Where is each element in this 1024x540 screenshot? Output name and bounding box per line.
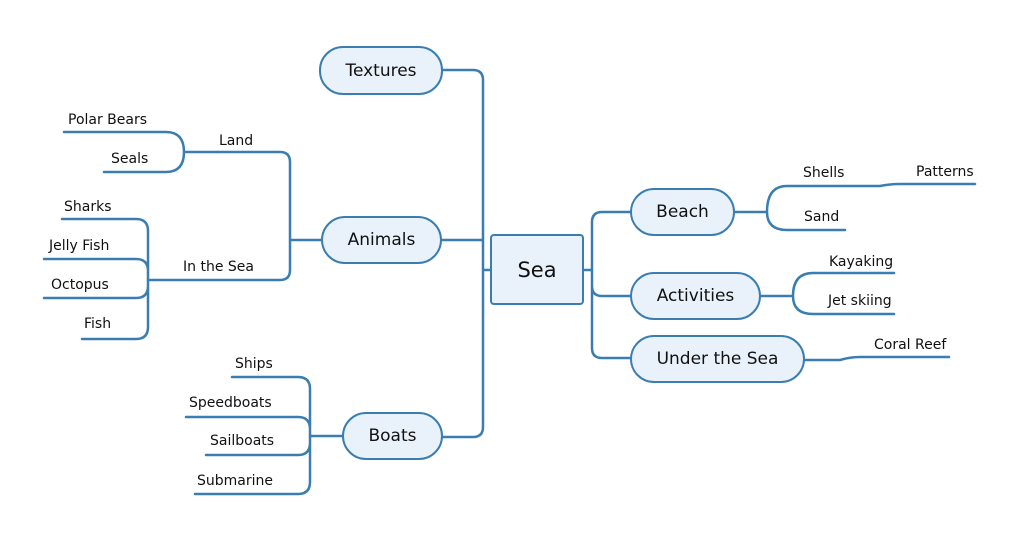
connector-beach [733, 182, 977, 232]
leaf-speedboats[interactable]: Speedboats [189, 395, 272, 411]
leaf-patterns[interactable]: Patterns [916, 164, 974, 180]
connector-in-the-sea [42, 217, 150, 341]
leaf-sand[interactable]: Sand [804, 209, 840, 225]
connector-land [62, 130, 220, 174]
leaf-fish[interactable]: Fish [84, 316, 112, 332]
leaf-coral-reef[interactable]: Coral Reef [874, 337, 947, 353]
leaf-octopus[interactable]: Octopus [51, 277, 109, 293]
connector-center-left [440, 68, 492, 439]
topic-textures[interactable]: Textures [319, 46, 443, 95]
leaf-sharks[interactable]: Sharks [64, 199, 112, 215]
connector-boats [184, 375, 345, 496]
leaf-polar-bears[interactable]: Polar Bears [68, 112, 148, 128]
connector-center-right [581, 210, 633, 360]
leaf-submarine[interactable]: Submarine [197, 473, 273, 489]
leaf-kayaking[interactable]: Kayaking [829, 254, 894, 270]
connector-animals [146, 150, 324, 282]
connector-activities [759, 271, 896, 316]
subtopic-land[interactable]: Land [219, 133, 254, 149]
connector-under-the-sea [803, 355, 951, 362]
topic-boats[interactable]: Boats [342, 412, 443, 460]
topic-activities[interactable]: Activities [630, 272, 761, 320]
topic-beach[interactable]: Beach [630, 188, 735, 236]
topic-under-the-sea[interactable]: Under the Sea [630, 335, 805, 383]
subtopic-in-the-sea[interactable]: In the Sea [183, 259, 254, 275]
central-topic-sea[interactable]: Sea [490, 234, 584, 305]
topic-animals[interactable]: Animals [321, 216, 442, 264]
leaf-seals[interactable]: Seals [111, 151, 149, 167]
leaf-jelly-fish[interactable]: Jelly Fish [49, 238, 110, 254]
leaf-sailboats[interactable]: Sailboats [210, 433, 275, 449]
subtopic-shells[interactable]: Shells [803, 165, 845, 181]
leaf-jet-skiing[interactable]: Jet skiing [828, 293, 892, 309]
leaf-ships[interactable]: Ships [235, 356, 273, 372]
